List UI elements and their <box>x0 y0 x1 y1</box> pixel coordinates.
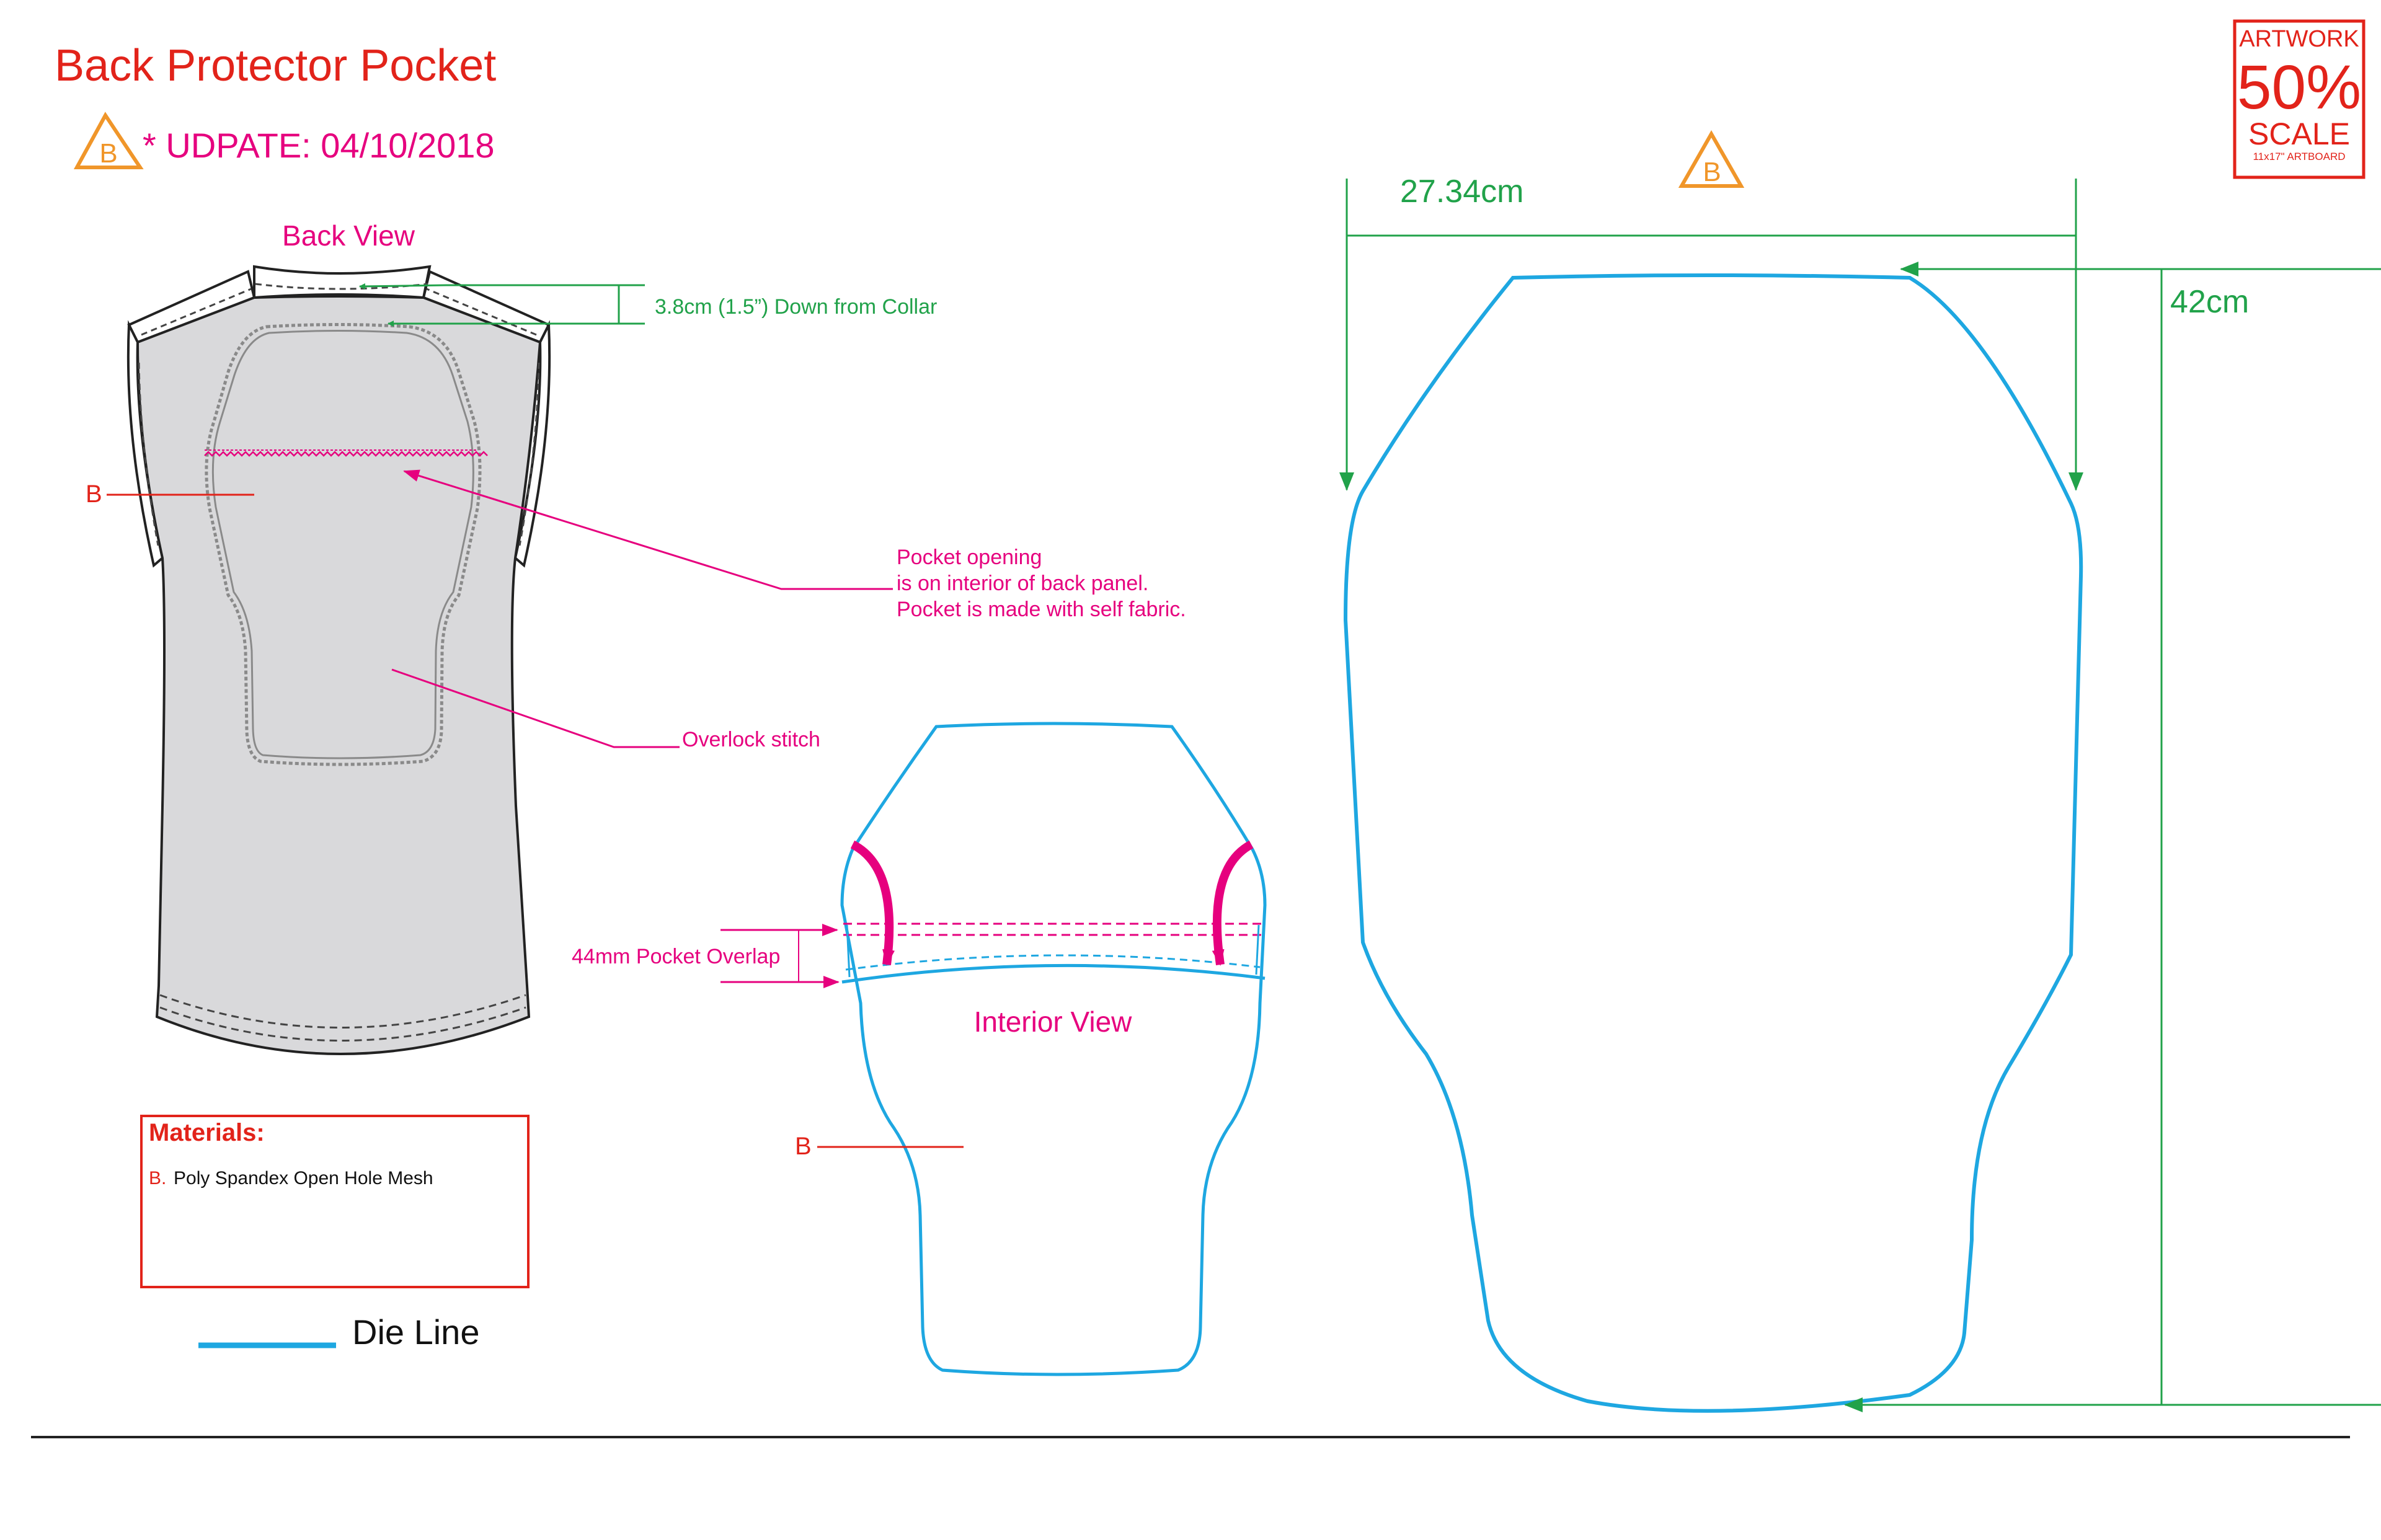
stamp-scale-value: 50% <box>2237 53 2361 122</box>
die-badge-letter: B <box>1703 157 1721 187</box>
back-view-label: Back View <box>282 219 415 252</box>
page-title: Back Protector Pocket <box>55 41 496 91</box>
fold-arrow-right-icon <box>1212 840 1254 966</box>
overlap-note: 44mm Pocket Overlap <box>572 945 780 968</box>
die-line-legend: Die Line <box>198 1312 479 1352</box>
materials-heading: Materials: <box>149 1119 265 1146</box>
pocket-opening-callout: Pocket opening is on interior of back pa… <box>403 469 1186 621</box>
pocket-note-line1: Pocket opening <box>897 546 1042 569</box>
pocket-note-line2: is on interior of back panel. <box>897 572 1148 595</box>
revision-date: * UDPATE: 04/10/2018 <box>143 126 495 165</box>
revision-triangle-icon <box>73 112 144 169</box>
back-material-callout: B <box>86 480 254 508</box>
pocket-note-line3: Pocket is made with self fabric. <box>897 598 1186 621</box>
fold-arrow-left-icon <box>850 840 895 966</box>
large-die-outline <box>1343 273 2083 1413</box>
materials-item-text: Poly Spandex Open Hole Mesh <box>174 1168 433 1188</box>
overlock-note: Overlock stitch <box>682 728 820 751</box>
collar-note: 3.8cm (1.5”) Down from Collar <box>655 295 937 319</box>
die-height-label: 42cm <box>2170 284 2249 320</box>
collar-dimension: 3.8cm (1.5”) Down from Collar <box>359 283 937 327</box>
interior-die-outline <box>840 722 1267 1376</box>
die-width-label: 27.34cm <box>1400 174 1523 210</box>
die-line-label: Die Line <box>352 1312 479 1352</box>
garment-back <box>126 265 551 1055</box>
revision-badge: B <box>99 138 117 169</box>
stamp-artwork: ARTWORK <box>2239 26 2359 52</box>
pocket-opening-stitch <box>204 451 488 457</box>
interior-view-label: Interior View <box>974 1006 1133 1038</box>
die-line-pattern: B 27.34cm 42cm <box>1339 130 2381 1413</box>
materials-box: Materials: B. Poly Spandex Open Hole Mes… <box>140 1115 530 1288</box>
interior-view: 44mm Pocket Overlap Interior View B <box>572 722 1267 1376</box>
materials-item-code: B. <box>149 1168 166 1188</box>
stamp-artboard: 11x17" ARTBOARD <box>2253 151 2345 162</box>
revision-note: B * UDPATE: 04/10/2018 <box>73 112 495 169</box>
die-badge-triangle-icon <box>1678 130 1745 188</box>
overlock-callout: Overlock stitch <box>391 668 820 751</box>
stamp-scale-word: SCALE <box>2248 117 2350 151</box>
back-material-letter: B <box>86 480 102 508</box>
interior-material-letter: B <box>795 1133 812 1160</box>
scale-stamp: ARTWORK 50% SCALE 11x17" ARTBOARD <box>2233 19 2365 179</box>
